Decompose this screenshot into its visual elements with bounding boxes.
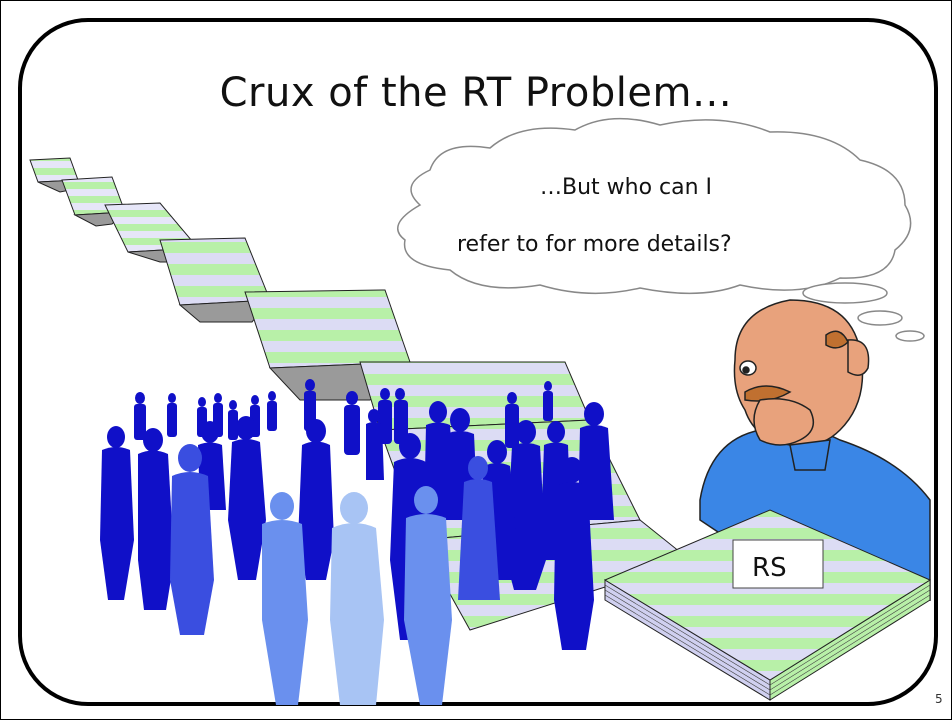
paper-crease-4 (178, 299, 272, 323)
thought-text-line1: …But who can I (540, 175, 713, 200)
thought-bubble-large (802, 282, 888, 304)
slide-title: Crux of the RT Problem… (219, 70, 733, 116)
stack-top (603, 509, 932, 681)
rs-document-stack (603, 509, 932, 701)
man-mustache (744, 385, 792, 402)
man-hand (753, 398, 815, 446)
crowd-back-row (134, 379, 553, 455)
crowd-front-pale (330, 492, 384, 705)
man-collar (789, 439, 831, 471)
thought-bubble-medium (857, 310, 903, 326)
crowd-silhouettes (100, 379, 614, 705)
crowd-front-light (262, 486, 452, 705)
crowd-front-mid (170, 444, 500, 635)
thought-text-line2: refer to for more details? (457, 232, 732, 257)
paper-fold-1 (29, 157, 79, 183)
paper-fold-5 (244, 289, 411, 369)
page-number: 5 (935, 692, 943, 706)
rs-label: RS (752, 553, 787, 583)
crowd-middle-row (100, 401, 614, 650)
thought-cloud (396, 117, 925, 342)
rounded-frame (18, 18, 938, 706)
man-ear (847, 339, 870, 376)
man-hair (825, 330, 849, 349)
thought-bubble-small (895, 330, 925, 342)
rs-label-box (732, 539, 824, 589)
